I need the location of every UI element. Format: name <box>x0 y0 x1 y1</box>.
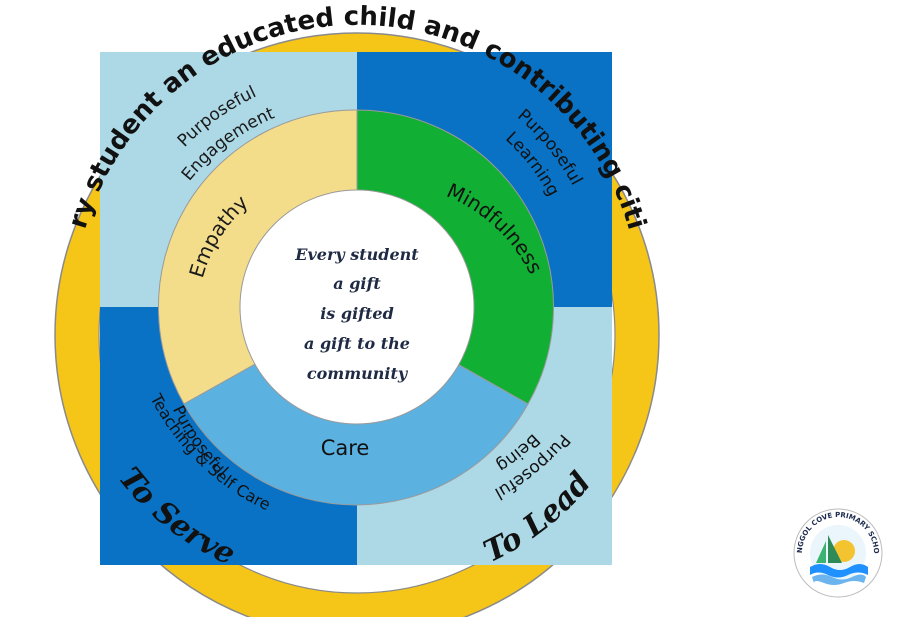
wave-icon <box>810 564 868 578</box>
center-line-3: is gifted <box>320 304 394 323</box>
center-line-5: community <box>307 364 409 383</box>
center-line-2: a gift <box>333 274 381 293</box>
center-text-block: Every student a gift is gifted a gift to… <box>294 245 419 383</box>
sail-icon <box>828 535 842 563</box>
center-circle <box>239 189 475 425</box>
care-label: Care <box>321 436 370 460</box>
school-logo: PUNGGOL COVE PRIMARY SCHOOL <box>793 508 883 598</box>
center-line-1: Every student <box>294 245 419 264</box>
center-line-4: a gift to the <box>304 334 410 353</box>
